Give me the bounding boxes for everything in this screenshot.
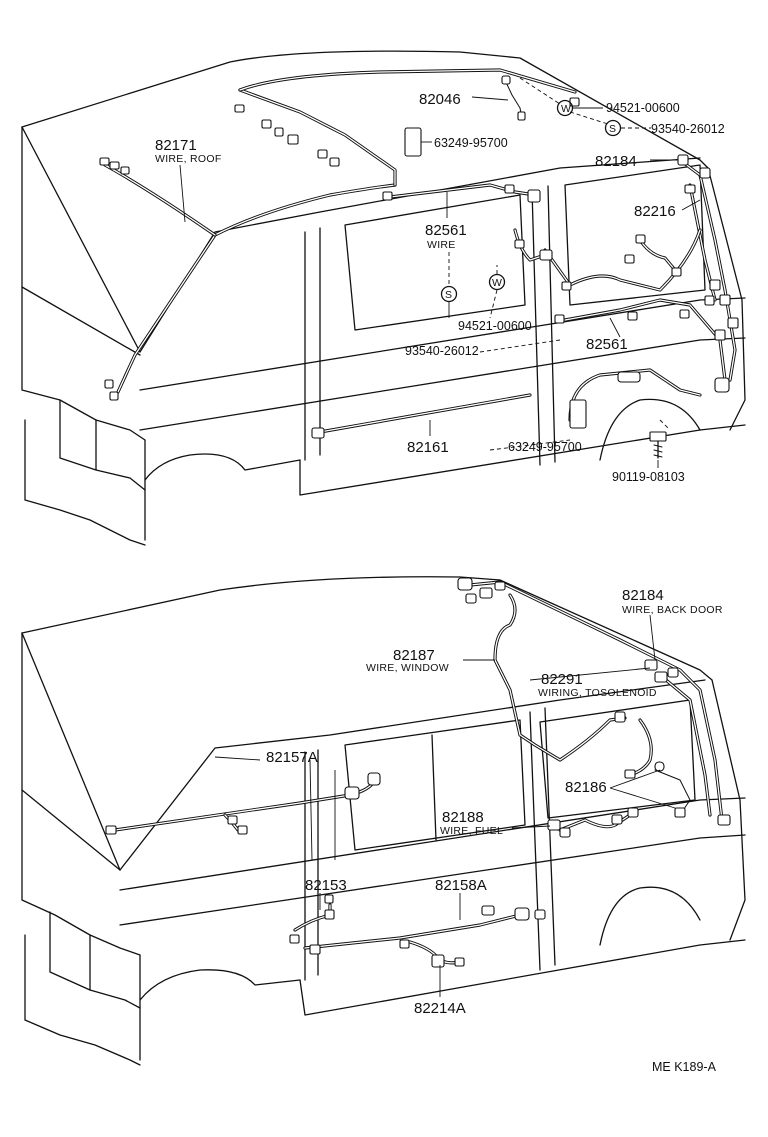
part-63249-b: 63249-95700	[508, 440, 582, 454]
part-63249-a: 63249-95700	[434, 136, 508, 150]
bottom-van-body	[21, 576, 746, 1066]
part-90119: 90119-08103	[612, 470, 685, 484]
part-82216: 82216	[634, 203, 676, 220]
part-93540-a: 93540-26012	[651, 122, 725, 136]
washer-w-icon	[556, 99, 574, 117]
part-82561-a: 82561	[425, 222, 467, 239]
top-leaders	[179, 77, 701, 468]
top-wiring	[99, 68, 739, 459]
screw-s-icon-b	[440, 285, 458, 303]
bottom-connectors	[105, 577, 731, 968]
part-82561-b: 82561	[586, 336, 628, 353]
bottom-wiring	[105, 577, 731, 968]
figure-code: ME K189-A	[652, 1060, 717, 1074]
part-82188: 82188	[442, 809, 484, 826]
part-82157a: 82157A	[266, 749, 318, 766]
part-82046: 82046	[419, 91, 461, 108]
bottom-labels: 82184 WIRE, BACK DOOR 82187 WIRE, WINDOW…	[266, 587, 723, 1017]
part-94521-a: 94521-00600	[606, 101, 680, 115]
screw-s-icon	[604, 119, 622, 137]
bolt-icon	[649, 431, 667, 459]
part-82187-desc: WIRE, WINDOW	[366, 662, 449, 674]
washer-w-icon-b	[488, 273, 506, 291]
top-connectors	[99, 75, 739, 439]
bottom-leaders	[214, 614, 676, 997]
part-82187: 82187	[393, 647, 435, 664]
washer-symbols: W S S W	[440, 99, 622, 303]
top-labels: 82046 94521-00600 93540-26012 63249-9570…	[155, 91, 725, 484]
part-82171: 82171	[155, 137, 197, 154]
part-82184-desc: WIRE, BACK DOOR	[622, 604, 723, 616]
part-82291-desc: WIRING, TOSOLENOID	[538, 687, 657, 699]
svg-text:S: S	[445, 289, 452, 301]
svg-text:W: W	[561, 103, 571, 115]
svg-text:W: W	[492, 277, 502, 289]
part-82188-desc: WIRE, FUEL	[440, 825, 503, 837]
part-82161: 82161	[407, 439, 449, 456]
part-94521-b: 94521-00600	[458, 319, 532, 333]
part-82184-bottom: 82184	[622, 587, 664, 604]
clamp-pad-top	[404, 127, 422, 157]
part-82186: 82186	[565, 779, 607, 796]
part-82561-a-desc: WIRE	[427, 239, 456, 251]
part-82158a: 82158A	[435, 877, 487, 894]
part-82214a: 82214A	[414, 1000, 466, 1017]
svg-text:S: S	[609, 123, 616, 135]
part-82184-top: 82184	[595, 153, 637, 170]
part-82153: 82153	[305, 877, 347, 894]
part-82291: 82291	[541, 671, 583, 688]
part-82171-desc: WIRE, ROOF	[155, 153, 222, 165]
clamp-pad-lower	[569, 399, 587, 429]
part-93540-b: 93540-26012	[405, 344, 479, 358]
